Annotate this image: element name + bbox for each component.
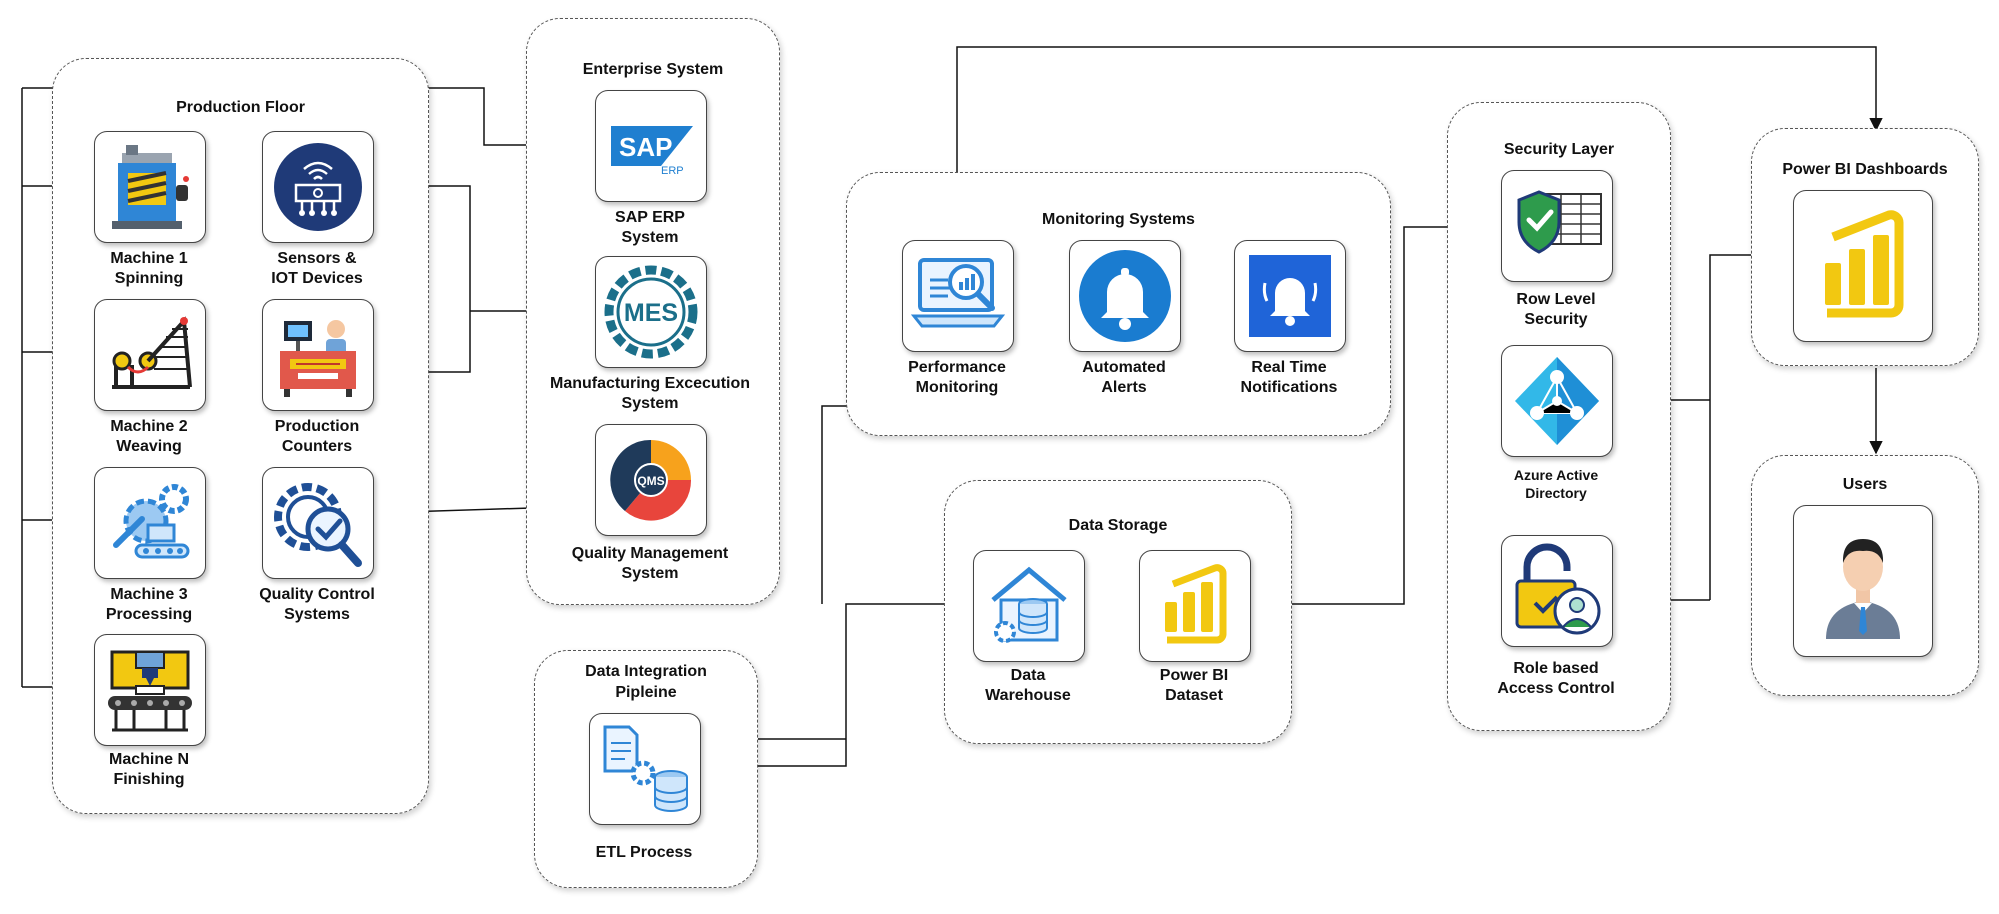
sensors-node[interactable]	[262, 131, 374, 243]
production-counter-icon	[280, 320, 356, 397]
dashboards-node[interactable]	[1793, 190, 1933, 342]
alerts-node[interactable]	[1069, 240, 1181, 352]
mes-label: Manufacturing Excecution System	[549, 375, 751, 412]
quality-control-gear-icon	[274, 483, 362, 567]
rls-node[interactable]	[1501, 170, 1613, 282]
mes-gear-logo-icon: MES	[604, 265, 698, 359]
perf-label: Performance Monitoring	[908, 359, 1006, 396]
sensors-label: Sensors & IOT Devices	[271, 250, 363, 287]
rbac-label: Role based Access Control	[1497, 660, 1615, 697]
machine2-node[interactable]	[94, 299, 206, 411]
qc-label: Quality Control Systems	[259, 586, 375, 623]
warehouse-node[interactable]	[973, 550, 1085, 662]
sap-node[interactable]: SAP ERP	[595, 90, 707, 202]
performance-monitoring-icon	[910, 258, 1006, 328]
bell-alert-icon	[1079, 250, 1171, 342]
notifications-label: Real Time Notifications	[1240, 359, 1338, 396]
etl-label: ETL Process	[595, 844, 693, 861]
svg-text:ERP: ERP	[661, 165, 684, 177]
rls-label: Row Level Security	[1516, 291, 1596, 328]
warehouse-label: Data Warehouse	[985, 667, 1071, 704]
dataset-label: Power BI Dataset	[1159, 667, 1229, 704]
group-title: Production Floor	[176, 99, 305, 116]
qms-node[interactable]: QMS	[595, 424, 707, 536]
iot-sensor-icon	[274, 143, 362, 231]
dataset-node[interactable]	[1139, 550, 1251, 662]
machine3-node[interactable]	[94, 467, 206, 579]
qms-logo-icon: QMS	[610, 439, 692, 521]
aad-label: Azure Active Directory	[1513, 467, 1599, 501]
finishing-machine-icon	[108, 650, 192, 732]
role-based-access-lock-icon	[1515, 543, 1601, 635]
wire-etl-warehouse	[700, 597, 973, 767]
group-title: Monitoring Systems	[1042, 211, 1195, 228]
alerts-label: Automated Alerts	[1082, 359, 1166, 396]
mes-node[interactable]: MES	[595, 256, 707, 368]
machine3-label: Machine 3 Processing	[105, 586, 193, 623]
data-warehouse-icon	[991, 566, 1067, 643]
machineN-node[interactable]	[94, 634, 206, 746]
user-avatar-icon	[1826, 539, 1900, 639]
sap-label: SAP ERP System	[615, 209, 685, 246]
azure-active-directory-icon	[1515, 357, 1599, 445]
wire-perf-dashboards	[956, 46, 1883, 238]
svg-text:SAP: SAP	[619, 132, 672, 162]
group-title: Users	[1842, 476, 1888, 493]
etl-node[interactable]	[589, 713, 701, 825]
sap-erp-logo-icon: SAP ERP	[611, 126, 693, 177]
machine1-label: Machine 1 Spinning	[110, 250, 188, 287]
weaving-machine-icon	[112, 316, 192, 389]
group-title: Data Integration Pipleine	[585, 663, 707, 701]
row-level-security-icon	[1517, 190, 1602, 254]
counters-label: Production Counters	[274, 418, 360, 455]
machineN-label: Machine N Finishing	[108, 751, 189, 788]
users-node[interactable]	[1793, 505, 1933, 657]
qc-node[interactable]	[262, 467, 374, 579]
qms-label: Quality Management System	[571, 545, 729, 582]
power-bi-logo-icon	[1165, 564, 1227, 644]
notification-bell-icon	[1249, 255, 1331, 337]
perf-node[interactable]	[902, 240, 1014, 352]
aad-node[interactable]	[1501, 345, 1613, 457]
rbac-node[interactable]	[1501, 535, 1613, 647]
group-title: Security Layer	[1503, 141, 1615, 158]
counters-node[interactable]	[262, 299, 374, 411]
processing-machine-icon	[113, 484, 190, 559]
spinning-machine-icon	[112, 145, 189, 229]
etl-process-icon	[603, 725, 688, 812]
svg-text:MES: MES	[624, 299, 678, 327]
group-title: Data Storage	[1068, 517, 1168, 534]
machine2-label: Machine 2 Weaving	[110, 418, 188, 455]
machine1-node[interactable]	[94, 131, 206, 243]
notifications-node[interactable]	[1234, 240, 1346, 352]
group-title: Power BI Dashboards	[1782, 161, 1948, 178]
group-title: Enterprise System	[582, 61, 724, 78]
power-bi-dashboard-logo-icon	[1825, 210, 1904, 318]
svg-text:QMS: QMS	[637, 474, 664, 488]
